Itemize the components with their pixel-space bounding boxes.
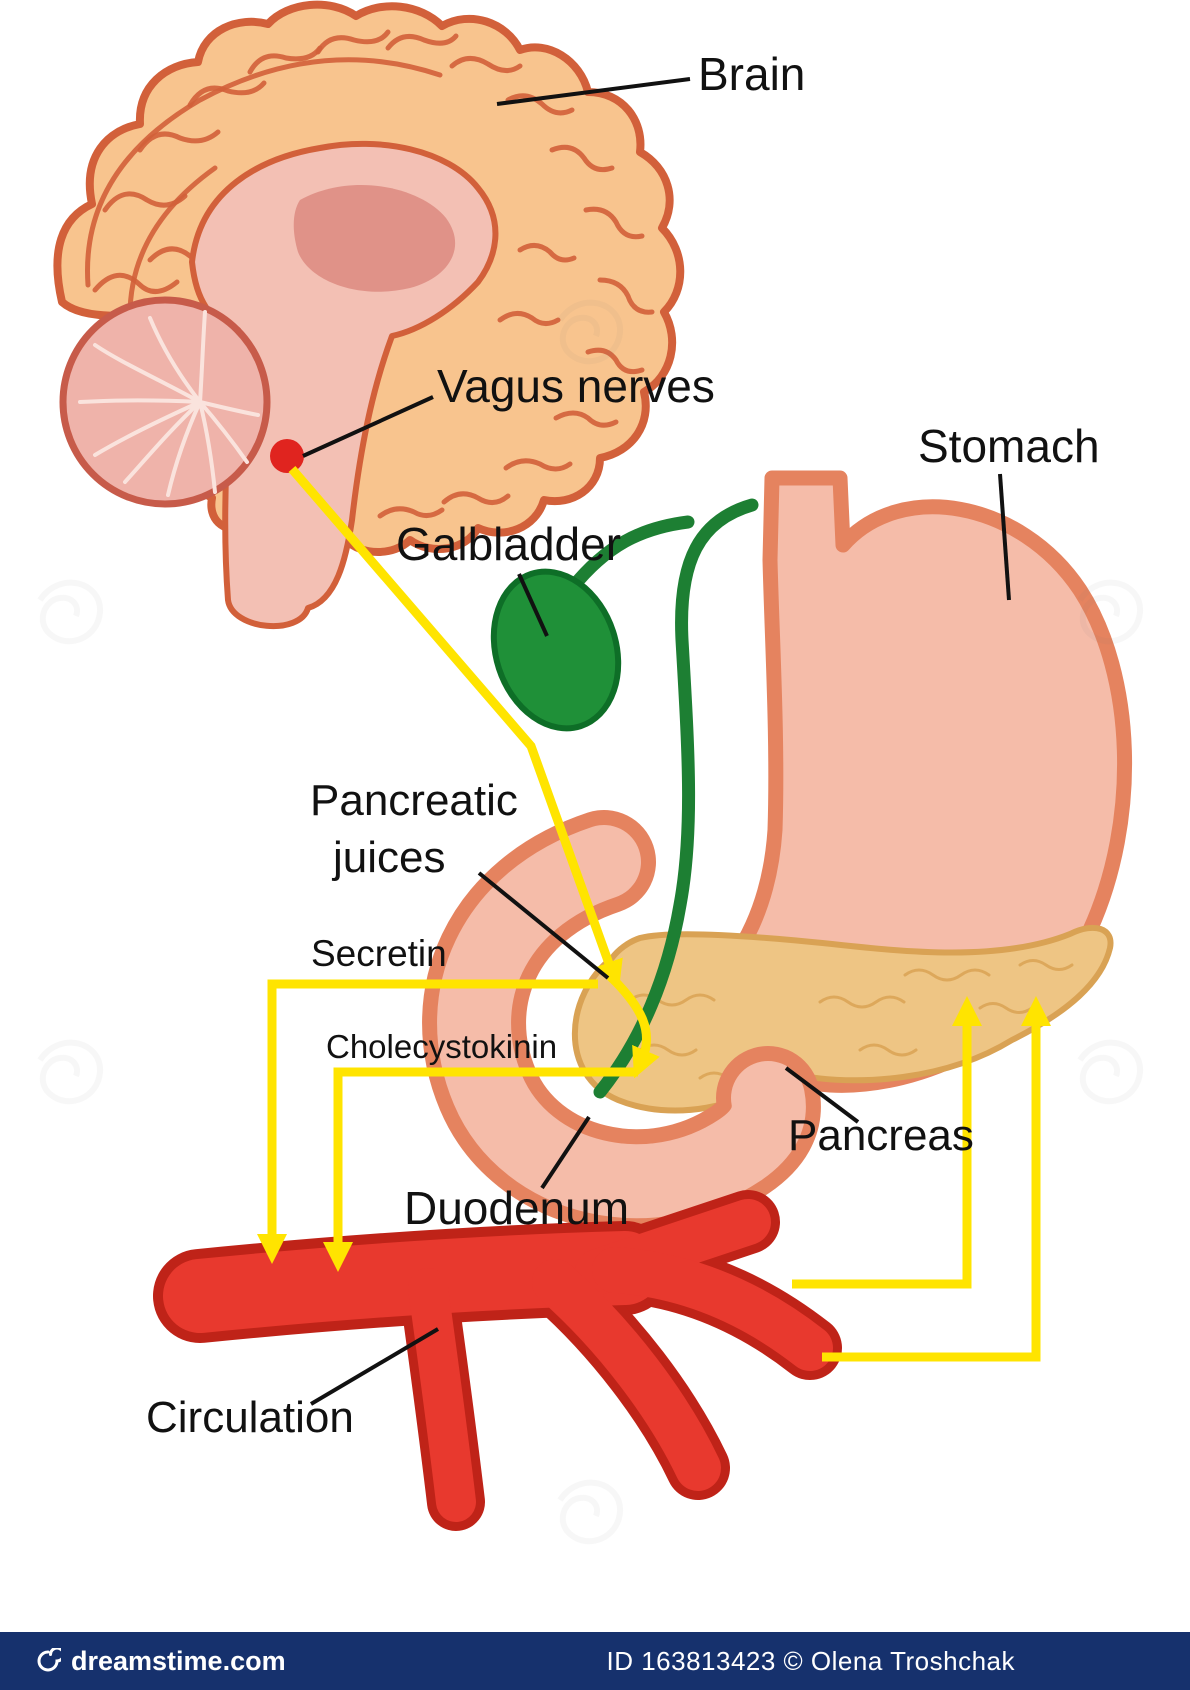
brain-illustration	[53, 0, 685, 630]
brain-label: Brain	[698, 48, 805, 100]
circulation-return-path-2	[822, 996, 1051, 1362]
galbladder-label: Galbladder	[396, 518, 621, 570]
vagus-nerves-label: Vagus nerves	[437, 360, 715, 412]
circulation-pointer-line	[309, 1327, 440, 1406]
stomach-label: Stomach	[918, 420, 1100, 472]
cholecystokinin-path	[323, 1067, 638, 1272]
secretin-path	[257, 979, 598, 1264]
pancreas-illustration	[572, 924, 1114, 1114]
footer-credit-text: ID 163813423 © Olena Troshchak	[606, 1645, 1015, 1676]
circulation-return-path-1	[792, 996, 982, 1289]
gallbladder-illustration	[490, 498, 759, 1099]
vagus-nerve-origin-dot	[270, 439, 304, 473]
duodenum-pointer-line	[540, 1115, 591, 1190]
galbladder-pointer-line	[517, 573, 549, 637]
secretin-label: Secretin	[311, 933, 447, 974]
pancreatic-juices-pointer-line	[477, 871, 610, 980]
pancreatic-juices-label-line2: juices	[331, 833, 446, 882]
stomach-illustration	[696, 470, 1133, 1093]
signal-pathways	[257, 466, 1051, 1362]
cholecystokinin-label: Cholecystokinin	[326, 1028, 557, 1065]
duodenum-label: Duodenum	[404, 1182, 629, 1234]
vagus-pointer-line	[302, 395, 434, 458]
circulation-label: Circulation	[146, 1393, 354, 1442]
vagus-signal-path	[288, 466, 623, 991]
stomach-pointer-line	[998, 473, 1011, 601]
cerebellum-texture	[78, 310, 260, 497]
footer-site-text: dreamstime.com	[71, 1645, 286, 1676]
pancreas-shape	[572, 924, 1114, 1114]
circulation-vessel-illustration	[153, 1190, 842, 1531]
thalamus-accent-shape	[293, 184, 456, 292]
pancreatic-juices-label-line1: Pancreatic	[310, 776, 518, 825]
labels: Brain Vagus nerves Stomach Galbladder Pa…	[146, 48, 1100, 1442]
pancreas-label: Pancreas	[788, 1111, 974, 1160]
brain-pointer-line	[496, 77, 691, 106]
footer-bar: dreamstime.com ID 163813423 © Olena Tros…	[0, 1632, 1190, 1690]
pancreas-pointer-line	[784, 1066, 860, 1124]
watermark-swirls	[37, 299, 1143, 1545]
bile-duct	[593, 498, 759, 1099]
vagus-signal-branch	[608, 974, 660, 1079]
gallbladder-shape	[490, 568, 622, 732]
cerebrum-gyri-texture	[85, 29, 655, 519]
pointer-lines	[302, 77, 1011, 1406]
duodenum-illustration	[422, 810, 821, 1234]
cystic-duct	[565, 515, 695, 595]
dreamstime-logo-icon	[37, 1648, 61, 1672]
footer-brand: dreamstime.com	[35, 1646, 286, 1677]
